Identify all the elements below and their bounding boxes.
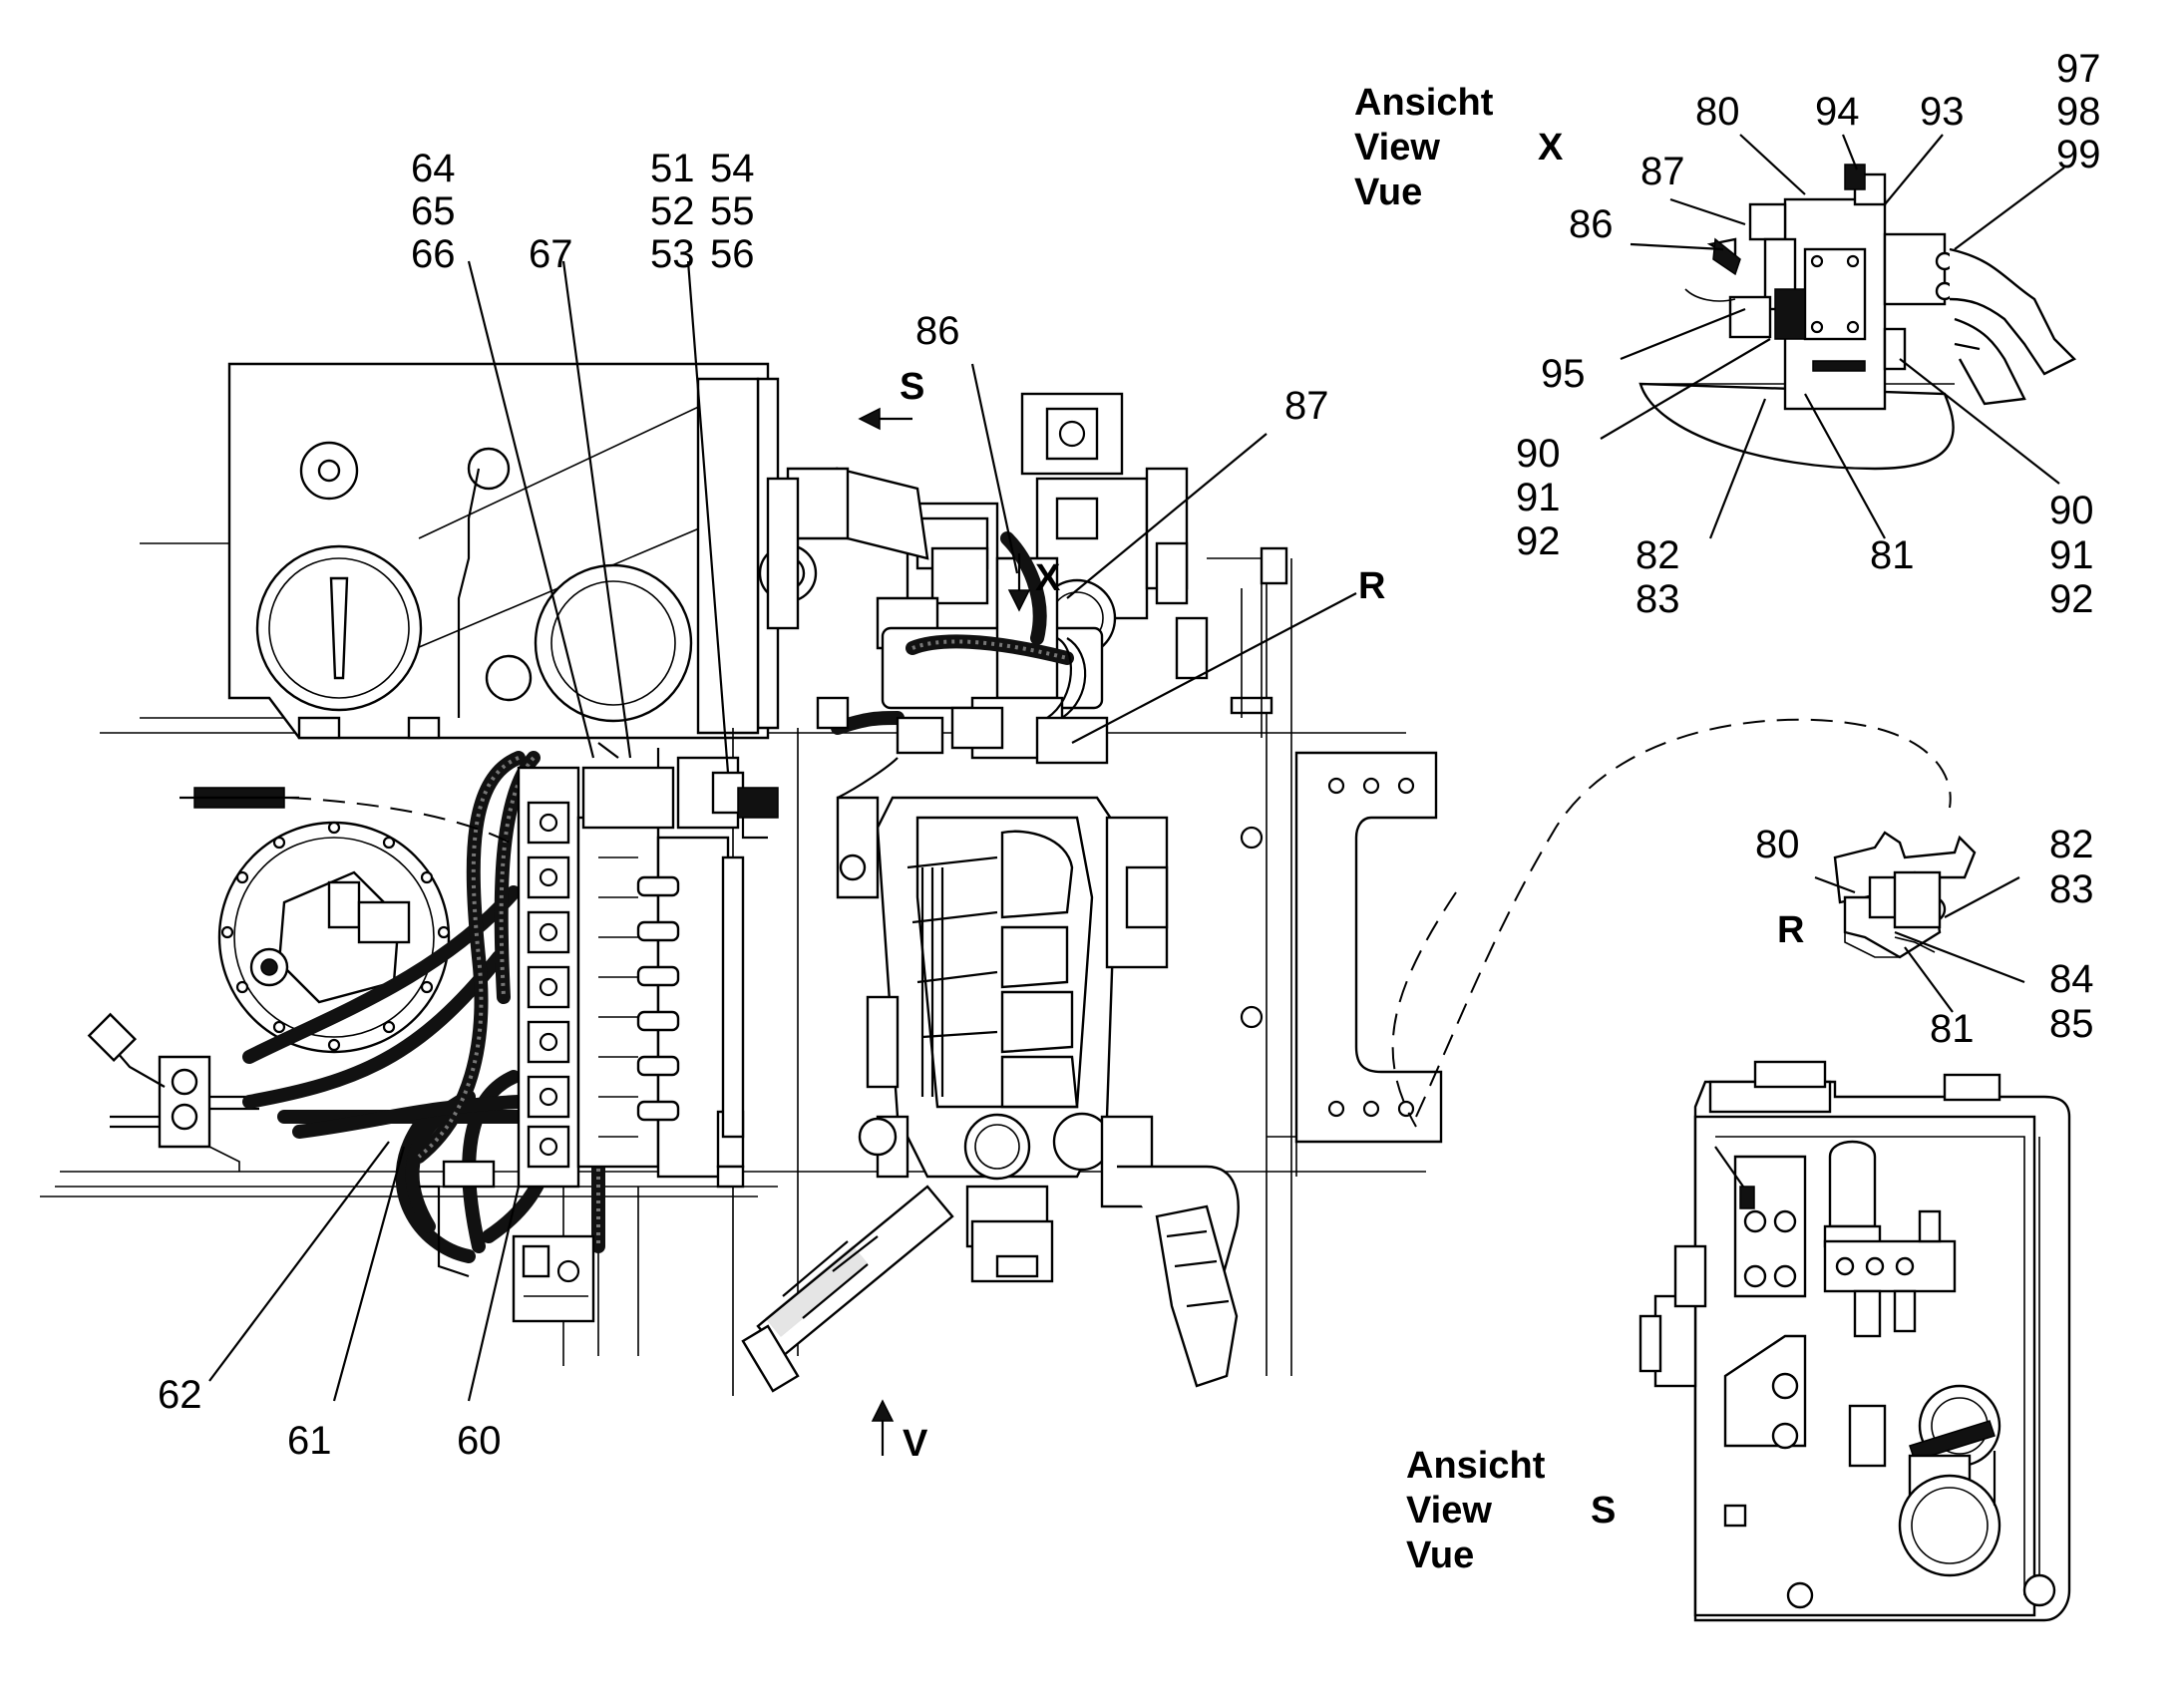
view-s-title-fr: Vue	[1406, 1535, 1474, 1576]
callout-51: 51	[650, 147, 695, 190]
arrow-label-x: X	[1035, 557, 1061, 599]
view-x-detail: Ansicht View Vue X	[1354, 47, 2101, 621]
callout-53: 53	[650, 232, 695, 276]
view-x-title-de: Ansicht	[1354, 82, 1494, 124]
callout-66: 66	[411, 232, 456, 276]
r-callout-85: 85	[2049, 1002, 2094, 1046]
dashed-link-motor	[288, 797, 520, 849]
x-callout-82: 82	[1635, 533, 1680, 577]
x-callout-90a: 90	[1516, 432, 1561, 476]
x-callout-98: 98	[2056, 90, 2101, 134]
main-assembly-drawing	[40, 362, 1443, 1396]
arrow-label-r: R	[1358, 565, 1385, 607]
callout-87: 87	[1284, 384, 1329, 428]
r-callout-83: 83	[2049, 867, 2094, 911]
x-callout-90b: 90	[2049, 489, 2094, 532]
callout-86: 86	[915, 309, 960, 353]
right-frame-bracket	[1240, 751, 1443, 1177]
main-callouts: 64 65 66 67 51 52 53 54 55 56 86 87 62 6…	[158, 147, 1329, 1463]
view-s-detail: Ansicht View Vue S	[1406, 1060, 2071, 1622]
x-callout-97: 97	[2056, 47, 2101, 91]
view-x-title-en: View	[1354, 127, 1440, 169]
r-callout-82: 82	[2049, 823, 2094, 866]
callout-62: 62	[158, 1373, 202, 1417]
r-callout-84: 84	[2049, 957, 2094, 1001]
x-callout-91a: 91	[1516, 476, 1561, 519]
r-callout-81: 81	[1930, 1007, 1975, 1051]
x-callout-80: 80	[1695, 90, 1740, 134]
valve-stack	[517, 742, 779, 1189]
view-x-letter: X	[1538, 127, 1564, 169]
x-callout-91b: 91	[2049, 533, 2094, 577]
x-callout-92a: 92	[1516, 519, 1561, 563]
dashed-link-r	[1391, 891, 1457, 1128]
r-callout-80: 80	[1755, 823, 1800, 866]
x-callout-86: 86	[1569, 202, 1614, 246]
x-callout-92b: 92	[2049, 577, 2094, 621]
callout-65: 65	[411, 189, 456, 233]
x-callout-87: 87	[1640, 150, 1685, 193]
view-x-title-fr: Vue	[1354, 171, 1422, 213]
r-callout-letter: R	[1777, 909, 1804, 951]
x-callout-93: 93	[1920, 90, 1965, 134]
motor-flange-holes	[220, 821, 451, 1052]
callout-61: 61	[287, 1419, 332, 1463]
arrow-label-v: V	[903, 1423, 928, 1465]
view-direction-arrows: S X R V	[858, 366, 1385, 1465]
x-callout-81: 81	[1870, 533, 1915, 577]
callout-55: 55	[710, 189, 755, 233]
x-callout-95: 95	[1541, 352, 1586, 396]
callout-60: 60	[457, 1419, 502, 1463]
view-s-title-en: View	[1406, 1490, 1492, 1532]
callout-64: 64	[411, 147, 456, 190]
callout-52: 52	[650, 189, 695, 233]
arrow-label-s: S	[900, 366, 924, 408]
callout-56: 56	[710, 232, 755, 276]
pump-assembly	[758, 392, 1288, 799]
x-callout-94: 94	[1815, 90, 1860, 134]
view-r-detail: 80 R 82 83 84 85 81	[1415, 718, 2094, 1118]
x-callout-83: 83	[1635, 577, 1680, 621]
view-s-title-de: Ansicht	[1406, 1445, 1546, 1487]
callout-54: 54	[710, 147, 755, 190]
valve-spools	[636, 875, 680, 1122]
main-callout-leaders	[208, 260, 1357, 1402]
view-s-letter: S	[1591, 1490, 1616, 1532]
x-callout-99: 99	[2056, 133, 2101, 176]
callout-67: 67	[529, 232, 573, 276]
engine-block	[741, 796, 1240, 1393]
